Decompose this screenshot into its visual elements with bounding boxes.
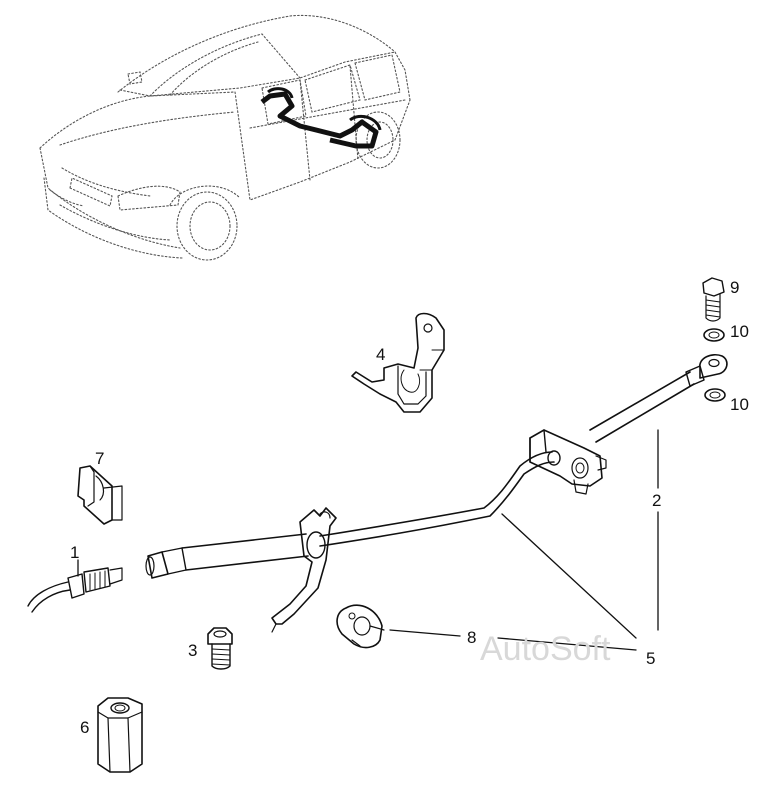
- retaining-clip-7: [77, 465, 123, 525]
- callout-9: 9: [730, 278, 739, 297]
- hose-bracket-4: [351, 312, 445, 413]
- bleed-screw-3: [207, 627, 233, 670]
- callout-8: 8: [467, 628, 476, 647]
- brake-pipe-1: [27, 567, 123, 613]
- hose-clip-8: [336, 604, 385, 649]
- callout-6: 6: [80, 718, 89, 737]
- callout-3: 3: [188, 641, 197, 660]
- callout-10-upper: 10: [730, 322, 749, 341]
- banjo-bolt-9: [702, 277, 725, 322]
- callout-7: 7: [95, 449, 104, 468]
- sealing-washer-10-upper: [703, 328, 725, 342]
- mounting-bracket: [271, 507, 337, 633]
- callout-4: 4: [376, 345, 385, 364]
- callout-10-lower: 10: [730, 395, 749, 414]
- hex-connector-6: [97, 697, 143, 773]
- callout-1: 1: [70, 543, 79, 562]
- callout-5: 5: [646, 649, 655, 668]
- brake-line-5: [145, 451, 555, 579]
- sealing-washer-10-lower: [704, 388, 726, 402]
- brake-hose-2: [529, 353, 728, 495]
- vehicle-overview-illustration: [39, 14, 411, 261]
- watermark: AutoSoft: [480, 630, 611, 668]
- callout-2: 2: [652, 491, 661, 510]
